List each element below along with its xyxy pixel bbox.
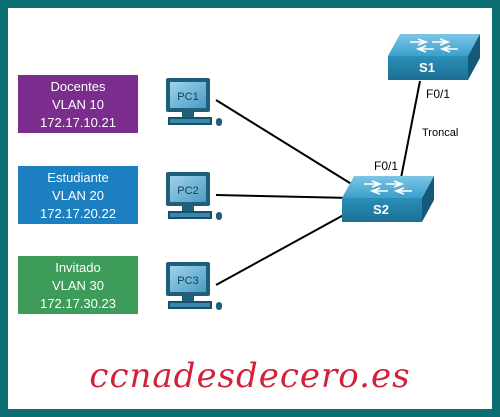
s2-port-label: F0/1	[374, 159, 398, 173]
diagram-canvas: Docentes VLAN 10 172.17.10.21 Estudiante…	[8, 8, 492, 409]
vlan-box-name: Docentes	[50, 78, 106, 94]
vlan-box-vlan: VLAN 30	[51, 277, 105, 293]
link-pc3-s2	[215, 205, 361, 286]
vlan-box-docentes: Docentes VLAN 10 172.17.10.21	[18, 75, 138, 133]
switch-s1-icon	[388, 34, 480, 80]
switch-s2-label: S2	[373, 202, 389, 217]
vlan-box-ip: 172.17.20.22	[40, 205, 116, 221]
network-diagram: PC1 PC2 PC3 S1 S2 F0/1 Troncal F0/1	[166, 34, 480, 310]
pc3-icon	[166, 262, 222, 310]
vlan-box-vlan: VLAN 10	[51, 96, 105, 112]
vlan-box-name: Estudiante	[47, 169, 109, 185]
pc2-label: PC2	[177, 185, 198, 197]
trunk-label: Troncal	[422, 127, 458, 139]
link-s1-s2-trunk	[400, 80, 421, 179]
watermark-text: ccnadesdecero.es	[89, 356, 411, 396]
pc3-label: PC3	[177, 275, 198, 287]
vlan-box-ip: 172.17.30.23	[40, 295, 116, 311]
s1-port-label: F0/1	[426, 87, 450, 101]
vlan-box-estudiante: Estudiante VLAN 20 172.17.20.22	[18, 166, 138, 224]
vlan-box-vlan: VLAN 20	[51, 187, 105, 203]
link-pc1-s2	[215, 99, 367, 194]
switch-s2-icon	[342, 176, 434, 222]
vlan-box-ip: 172.17.10.21	[40, 114, 116, 130]
pc1-label: PC1	[177, 91, 198, 103]
vlan-box-invitado: Invitado VLAN 30 172.17.30.23	[18, 256, 138, 314]
pc2-icon	[166, 172, 222, 220]
switch-s1-label: S1	[419, 60, 435, 75]
link-pc2-s2	[215, 194, 353, 199]
pc1-icon	[166, 78, 222, 126]
vlan-box-name: Invitado	[55, 259, 101, 275]
